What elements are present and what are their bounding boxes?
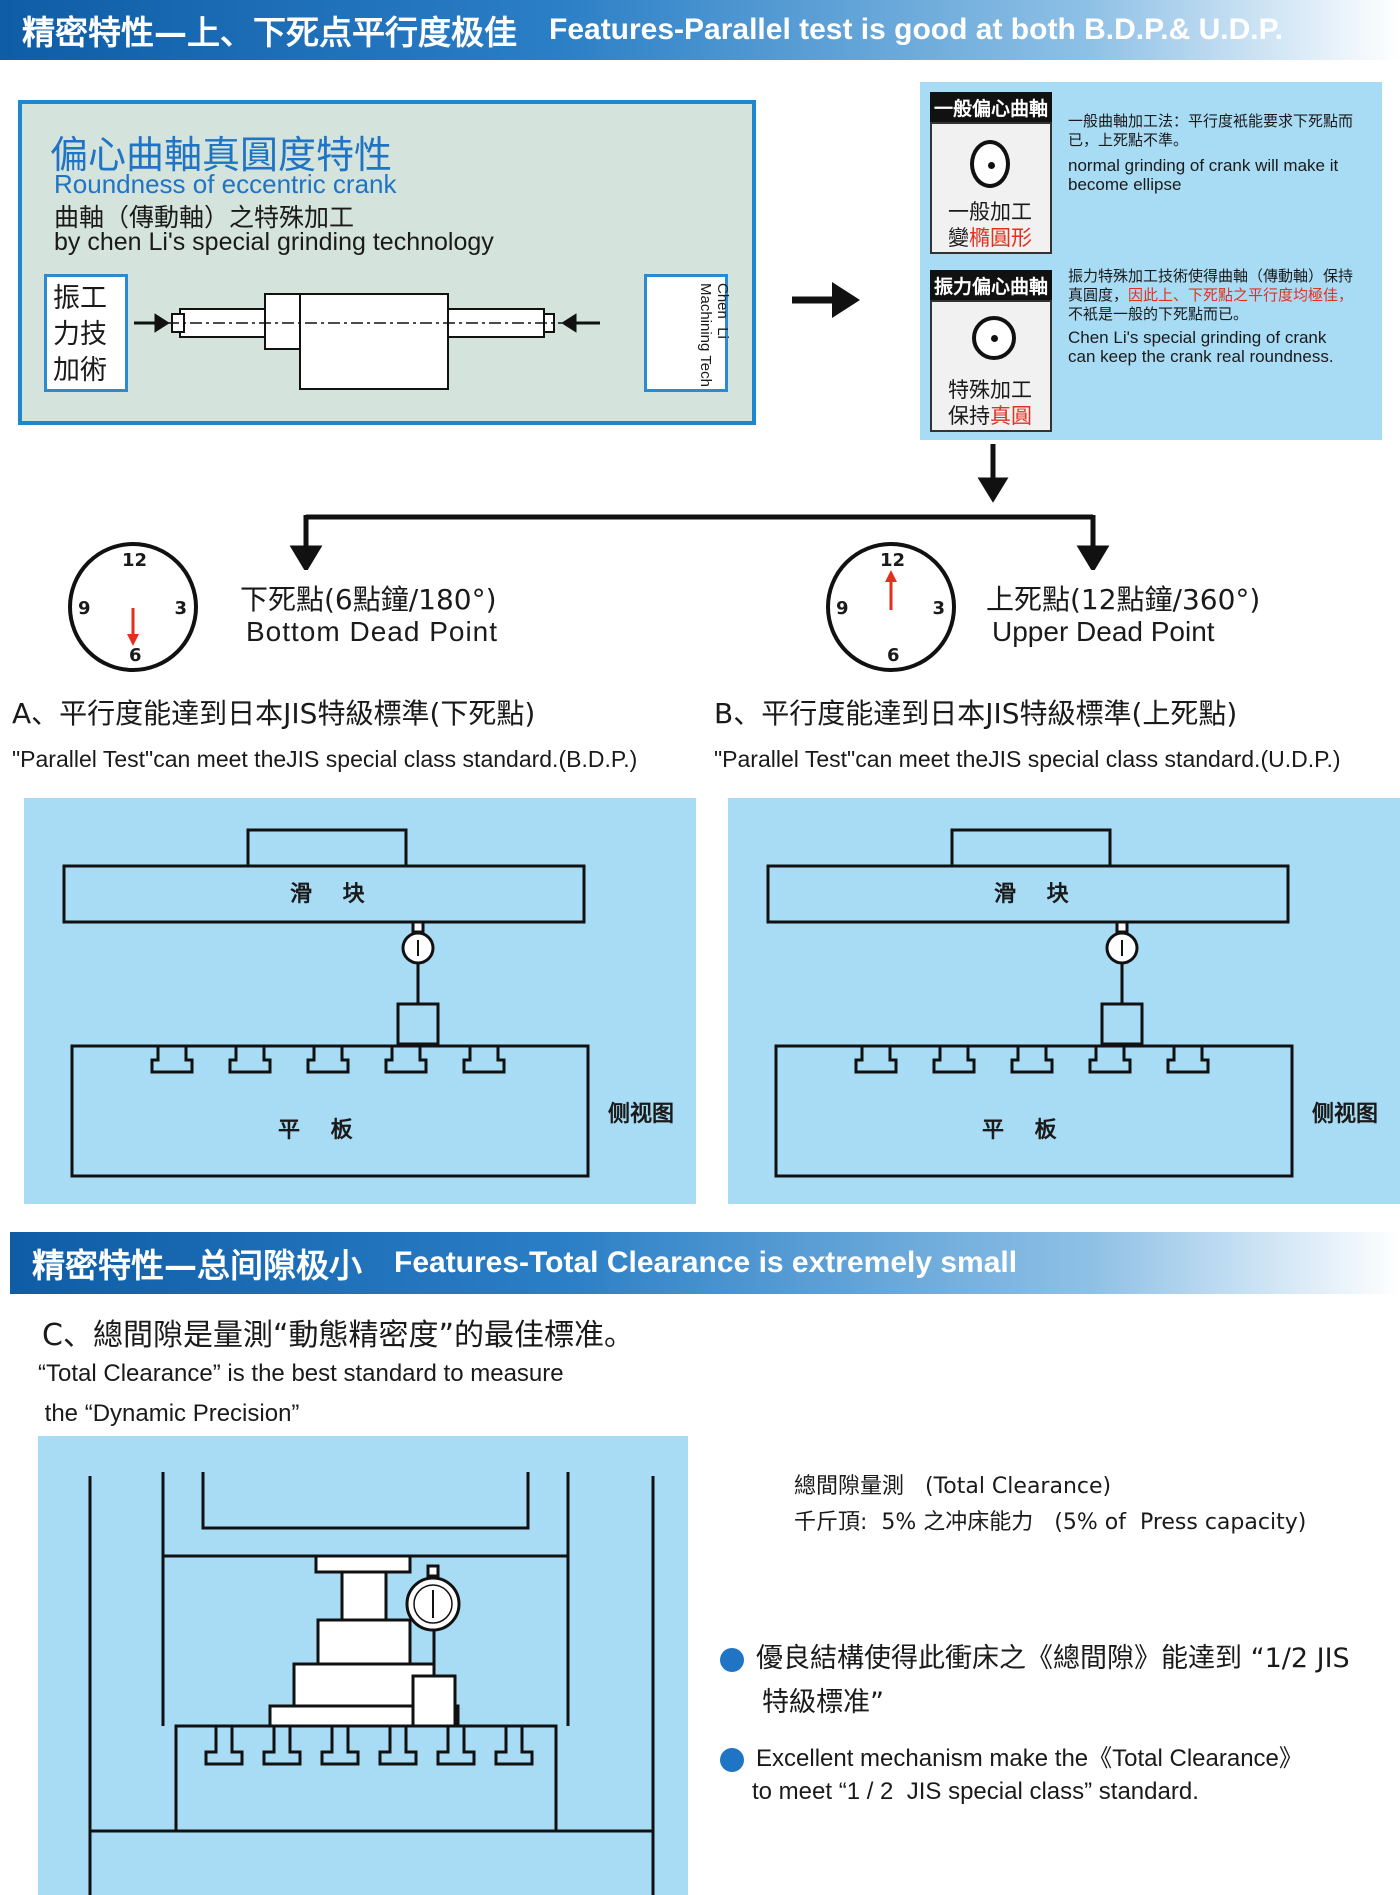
zhenli-tech-box: 振工 力技 加術 [44, 274, 128, 392]
header-title-zh: 精密特性—上、下死点平行度极佳 [22, 13, 517, 52]
test-a-en: "Parallel Test"can meet theJIS special c… [12, 746, 638, 772]
general-crank-tag: 一般偏心曲軸 [930, 92, 1053, 123]
test-a-zh: A、平行度能達到日本JIS特級標準(下死點) [12, 697, 536, 730]
parallel-test-diagram-bdp: 滑 块 平 板 侧视图 [24, 798, 696, 1204]
dial-gauge-icon [1105, 920, 1139, 965]
section-c-title: C、總間隙是量測“動態精密度”的最佳標准。 [42, 1318, 635, 1353]
right-arrow-icon [792, 282, 860, 318]
general-desc-en: normal grinding of crank will make it be… [1068, 156, 1339, 194]
chenli-tech-label: Chen Li Machining Tech [697, 283, 731, 387]
crank-roundness-panel: 偏心曲軸真圓度特性 Roundness of eccentric crank 曲… [18, 100, 756, 425]
total-clearance-diagram [38, 1436, 688, 1895]
clock-icon: 12 3 6 9 [826, 542, 956, 672]
header2-title-zh: 精密特性—总间隙极小 [32, 1246, 362, 1285]
bullet-en: Excellent mechanism make the《Total Clear… [720, 1738, 1303, 1773]
bullet-icon [720, 1647, 744, 1672]
crank-title-en: Roundness of eccentric crank [54, 169, 397, 199]
left-arrow-icon [561, 313, 600, 333]
dial-gauge-icon [405, 1564, 461, 1632]
slide-label: 滑 块 [290, 882, 365, 907]
test-b-zh: B、平行度能達到日本JIS特級標準(上死點) [714, 697, 1238, 730]
slide-label: 滑 块 [994, 882, 1069, 907]
crank-subtitle-zh: 曲軸（傳動軸）之特殊加工 [54, 203, 355, 232]
clock-icon: 12 3 6 9 [68, 542, 198, 672]
plate-label: 平 板 [982, 1118, 1057, 1143]
general-crank-icon-box: 一般加工 變橢圓形 [930, 122, 1052, 254]
position-connector-arrows [289, 444, 1110, 570]
parallel-test-diagram-udp: 滑 块 平 板 侧视图 [728, 798, 1400, 1204]
bottom-dead-point-en: Bottom Dead Point [246, 616, 499, 647]
test-b-en: "Parallel Test"can meet theJIS special c… [714, 746, 1341, 772]
clearance-jack-line: 千斤頂: 5% 之冲床能力 (5% of Press capacity) [794, 1510, 1307, 1535]
ellipse-icon [970, 140, 1010, 188]
upper-dead-point-en: Upper Dead Point [992, 616, 1215, 647]
section-c-en-line2: the “Dynamic Precision” [38, 1400, 300, 1427]
special-crank-tag: 振力偏心曲軸 [930, 270, 1053, 301]
side-view-label: 侧视图 [1312, 1102, 1379, 1127]
dial-gauge-icon [401, 920, 435, 965]
bullet-zh: 優良結構使得此衝床之《總間隙》能達到 “1/2 JIS [720, 1636, 1350, 1675]
chenli-tech-box: Chen Li Machining Tech [644, 274, 731, 392]
down-arrow-icon [127, 608, 139, 646]
section-c-en-line1: “Total Clearance” is the best standard t… [38, 1360, 564, 1387]
test-b: B、平行度能達到日本JIS特級標準(上死點) "Parallel Test"ca… [714, 692, 1341, 773]
side-view-label: 侧视图 [608, 1102, 675, 1127]
general-crank-desc: 一般曲軸加工法：平行度衹能要求下死點而已，上死點不準。 normal grind… [1068, 112, 1358, 194]
crank-title-zh: 偏心曲軸真圓度特性 [50, 133, 393, 177]
crank-subtitle-en: by chen Li's special grinding technology [54, 228, 494, 256]
header-banner-clearance: 精密特性—总间隙极小 Features-Total Clearance is e… [10, 1232, 1400, 1294]
header-banner-parallel: 精密特性—上、下死点平行度极佳 Features-Parallel test i… [0, 0, 1400, 60]
special-desc-en: Chen Li's special grinding of crank can … [1068, 328, 1334, 366]
general-desc-zh: 一般曲軸加工法：平行度衹能要求下死點而已，上死點不準。 [1068, 112, 1354, 149]
special-icon-label1: 特殊加工 [948, 378, 1032, 402]
crank-comparison-panel: 一般偏心曲軸 一般加工 變橢圓形 一般曲軸加工法：平行度衹能要求下死點而已，上死… [920, 82, 1382, 440]
header2-title-en: Features-Total Clearance is extremely sm… [394, 1246, 1018, 1279]
clearance-measure-line: 總間隙量測 (Total Clearance) [794, 1474, 1112, 1499]
plate-label: 平 板 [278, 1118, 353, 1143]
general-icon-label1: 一般加工 [948, 200, 1032, 224]
bullet-zh-line2: 特級標准” [762, 1687, 884, 1718]
right-arrow-icon [134, 313, 170, 333]
bullet-en-line2: to meet “1 / 2 JIS special class” standa… [752, 1778, 1199, 1805]
upper-dead-point-zh: 上死點(12點鐘/360°) [986, 583, 1261, 616]
header-title-en: Features-Parallel test is good at both B… [549, 13, 1284, 46]
test-a: A、平行度能達到日本JIS特級標準(下死點) "Parallel Test"ca… [12, 692, 637, 773]
bottom-dead-point-zh: 下死點(6點鐘/180°) [240, 583, 497, 616]
crankshaft-drawing [134, 293, 600, 390]
up-arrow-icon [885, 570, 897, 610]
special-crank-desc: 振力特殊加工技術使得曲軸（傳動軸）保持真圓度，因此上、下死點之平行度均極佳，不衹… [1068, 267, 1358, 366]
bullet-icon [720, 1747, 744, 1772]
special-crank-icon-box: 特殊加工 保持真圓 [930, 300, 1052, 432]
